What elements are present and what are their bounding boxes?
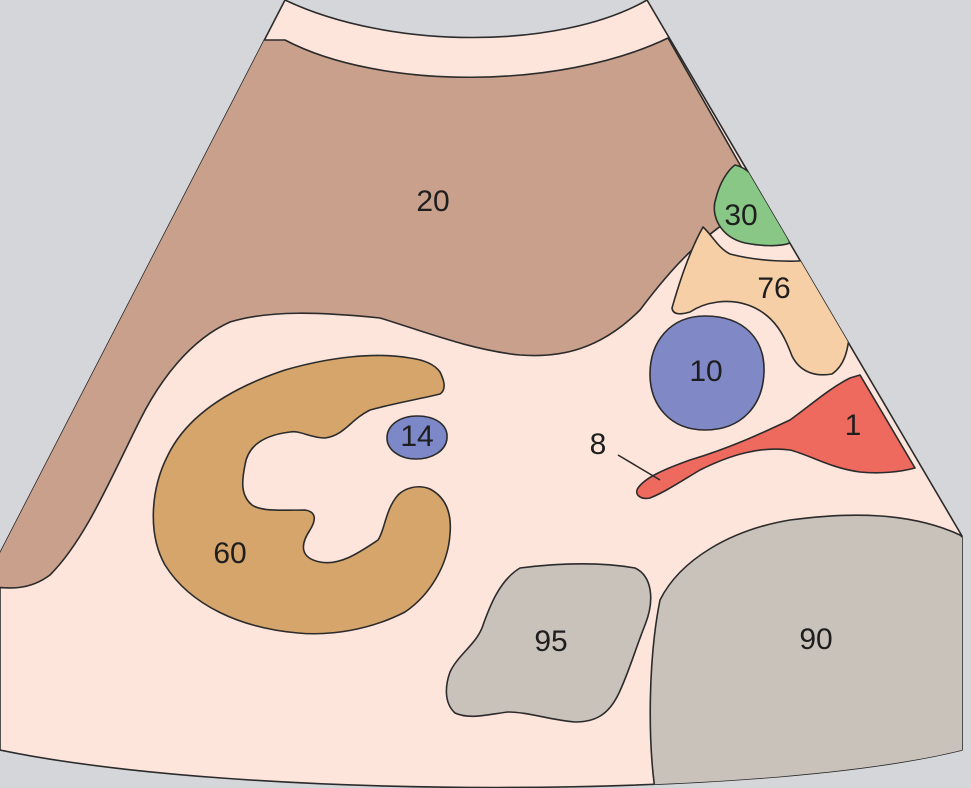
- region-1: [635, 374, 916, 500]
- label-95: 95: [534, 625, 567, 658]
- region-14: [386, 415, 448, 460]
- label-20: 20: [416, 185, 449, 218]
- region-60: [152, 354, 452, 635]
- label-90: 90: [799, 623, 832, 656]
- label-10: 10: [689, 355, 722, 388]
- region-95: [445, 563, 652, 723]
- label-60: 60: [213, 537, 246, 570]
- region-10: [649, 315, 765, 431]
- label-76: 76: [757, 272, 790, 305]
- label-1: 1: [845, 409, 862, 442]
- region-90: [649, 514, 962, 788]
- label-14: 14: [400, 420, 433, 453]
- leader-line-8: [617, 454, 661, 481]
- label-30: 30: [724, 199, 757, 232]
- label-8: 8: [590, 428, 607, 461]
